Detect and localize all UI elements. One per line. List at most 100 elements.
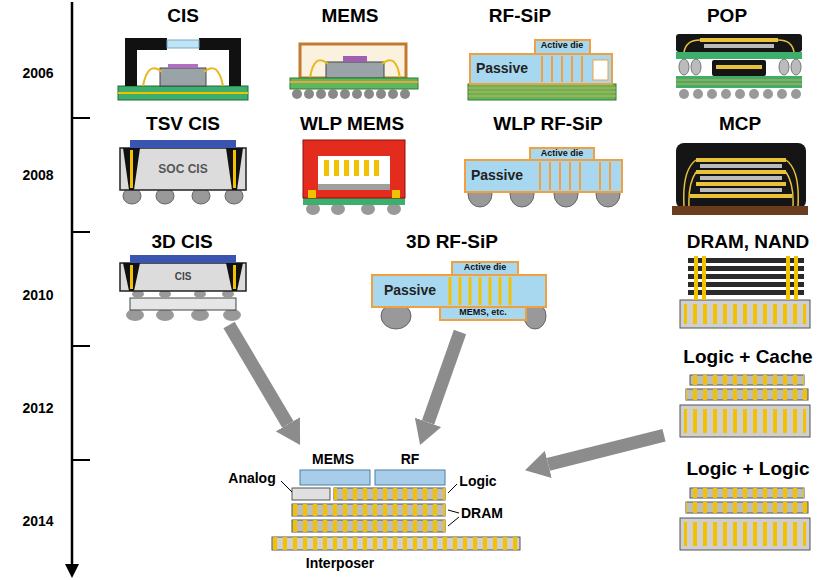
- part-label: MEMS: [312, 452, 354, 467]
- package-drawing: [690, 488, 804, 498]
- timeline-axis: [72, 117, 90, 119]
- package-drawing: [226, 263, 243, 291]
- package-drawing: [680, 488, 810, 550]
- package-node: 3D RF-SiPActive diePassiveMEMS, etc.: [365, 230, 552, 332]
- package-drawing: [786, 256, 790, 300]
- part-label: Interposer: [306, 556, 374, 571]
- package-drawing: [160, 68, 206, 86]
- package-drawing: [130, 265, 133, 289]
- package-drawing: [680, 300, 810, 328]
- package-drawing: [344, 160, 349, 176]
- package-drawing: [125, 38, 167, 50]
- package-drawing: [686, 502, 808, 513]
- package-drawing: [310, 60, 400, 78]
- package-drawing: [199, 38, 241, 50]
- package-heading: RF-SiP: [489, 6, 551, 27]
- package-drawing: [304, 89, 314, 99]
- chip-stack: [375, 470, 445, 485]
- timeline-axis: [71, 2, 74, 566]
- package-node: Logic + Cache: [664, 345, 830, 442]
- package-drawing: [388, 89, 398, 99]
- package-drawing: [704, 44, 774, 48]
- package-drawing: [593, 60, 608, 80]
- chip-stack: [292, 520, 445, 532]
- package-drawing: [123, 263, 140, 291]
- package-drawing: [130, 140, 236, 148]
- package-drawing: [324, 160, 329, 176]
- package-drawing: [690, 488, 804, 498]
- package-heading: CIS: [167, 6, 199, 27]
- year-label: 2008: [22, 168, 53, 183]
- timeline-axis: [65, 564, 79, 578]
- package-drawing: [470, 54, 612, 84]
- package-drawing: [450, 277, 510, 305]
- package-drawing: [690, 375, 804, 385]
- package-drawing: [702, 256, 706, 300]
- package-drawing: [791, 89, 801, 99]
- package-drawing: [440, 306, 526, 320]
- package-drawing: [794, 256, 798, 300]
- package-heading: 3D RF-SiP: [406, 232, 498, 253]
- chip-stack: [300, 470, 370, 485]
- chip-stack: [272, 537, 520, 550]
- package-drawing: [680, 518, 810, 550]
- package-drawing: [700, 176, 782, 180]
- package-drawing: [168, 64, 198, 68]
- package-drawing: [693, 89, 703, 99]
- package-drawing: [118, 92, 248, 94]
- chip-stack: [292, 488, 330, 500]
- package-drawing: [676, 52, 802, 59]
- part-label: Passive: [471, 168, 523, 183]
- package-drawing: [326, 62, 384, 78]
- chip-stack: [334, 488, 445, 500]
- package-drawing: [233, 265, 236, 289]
- package-drawing: [716, 65, 762, 69]
- package-drawing: [308, 190, 316, 198]
- package-heading: TSV CIS: [146, 114, 220, 135]
- package-drawing: [686, 502, 808, 513]
- year-label: 2012: [22, 401, 53, 416]
- package-node: 3D CISCIS: [112, 230, 252, 325]
- package-heading: Logic + Cache: [683, 347, 812, 368]
- flow-arrow: [548, 435, 664, 464]
- package-drawing: [334, 160, 339, 176]
- package-drawing: [303, 140, 405, 215]
- package-drawing: [791, 59, 801, 75]
- package-drawing: [123, 148, 140, 190]
- package-drawing: [316, 89, 326, 99]
- package-drawing: [684, 522, 806, 546]
- package-drawing: [120, 148, 246, 190]
- package-drawing: [676, 80, 802, 84]
- package-drawing: [300, 44, 406, 78]
- package-drawing: [156, 309, 174, 321]
- package-drawing: [452, 262, 518, 275]
- package-drawing: [676, 34, 802, 99]
- package-heading: MCP: [719, 114, 761, 135]
- package-drawing: [535, 40, 590, 54]
- package-drawing: [707, 89, 717, 99]
- year-label: 2006: [22, 66, 53, 81]
- package-drawing: [376, 89, 386, 99]
- package-heading: Logic + Logic: [687, 459, 810, 480]
- package-drawing: [130, 255, 236, 263]
- package-drawing: [292, 89, 302, 99]
- package-heading: MEMS: [322, 6, 379, 27]
- package-drawing: [749, 89, 759, 99]
- package-drawing: [684, 160, 799, 206]
- package-drawing: [468, 88, 616, 96]
- package-drawing: [364, 89, 374, 99]
- package-node: WLP RF-SiPActive diePassive: [460, 112, 628, 212]
- package-heading: WLP MEMS: [300, 114, 404, 135]
- package-drawing: [223, 309, 241, 321]
- package-drawing: [700, 164, 782, 168]
- package-drawing: [777, 89, 787, 99]
- package-node: MEMS: [284, 4, 424, 106]
- package-heading: 3D CIS: [151, 232, 212, 253]
- package-drawing: [340, 89, 350, 99]
- package-drawing: [364, 160, 369, 176]
- package-drawing: [779, 59, 789, 75]
- part-label: Logic: [459, 474, 496, 489]
- package-drawing: [696, 182, 786, 186]
- package-drawing: [354, 160, 359, 176]
- package-drawing: [680, 256, 810, 328]
